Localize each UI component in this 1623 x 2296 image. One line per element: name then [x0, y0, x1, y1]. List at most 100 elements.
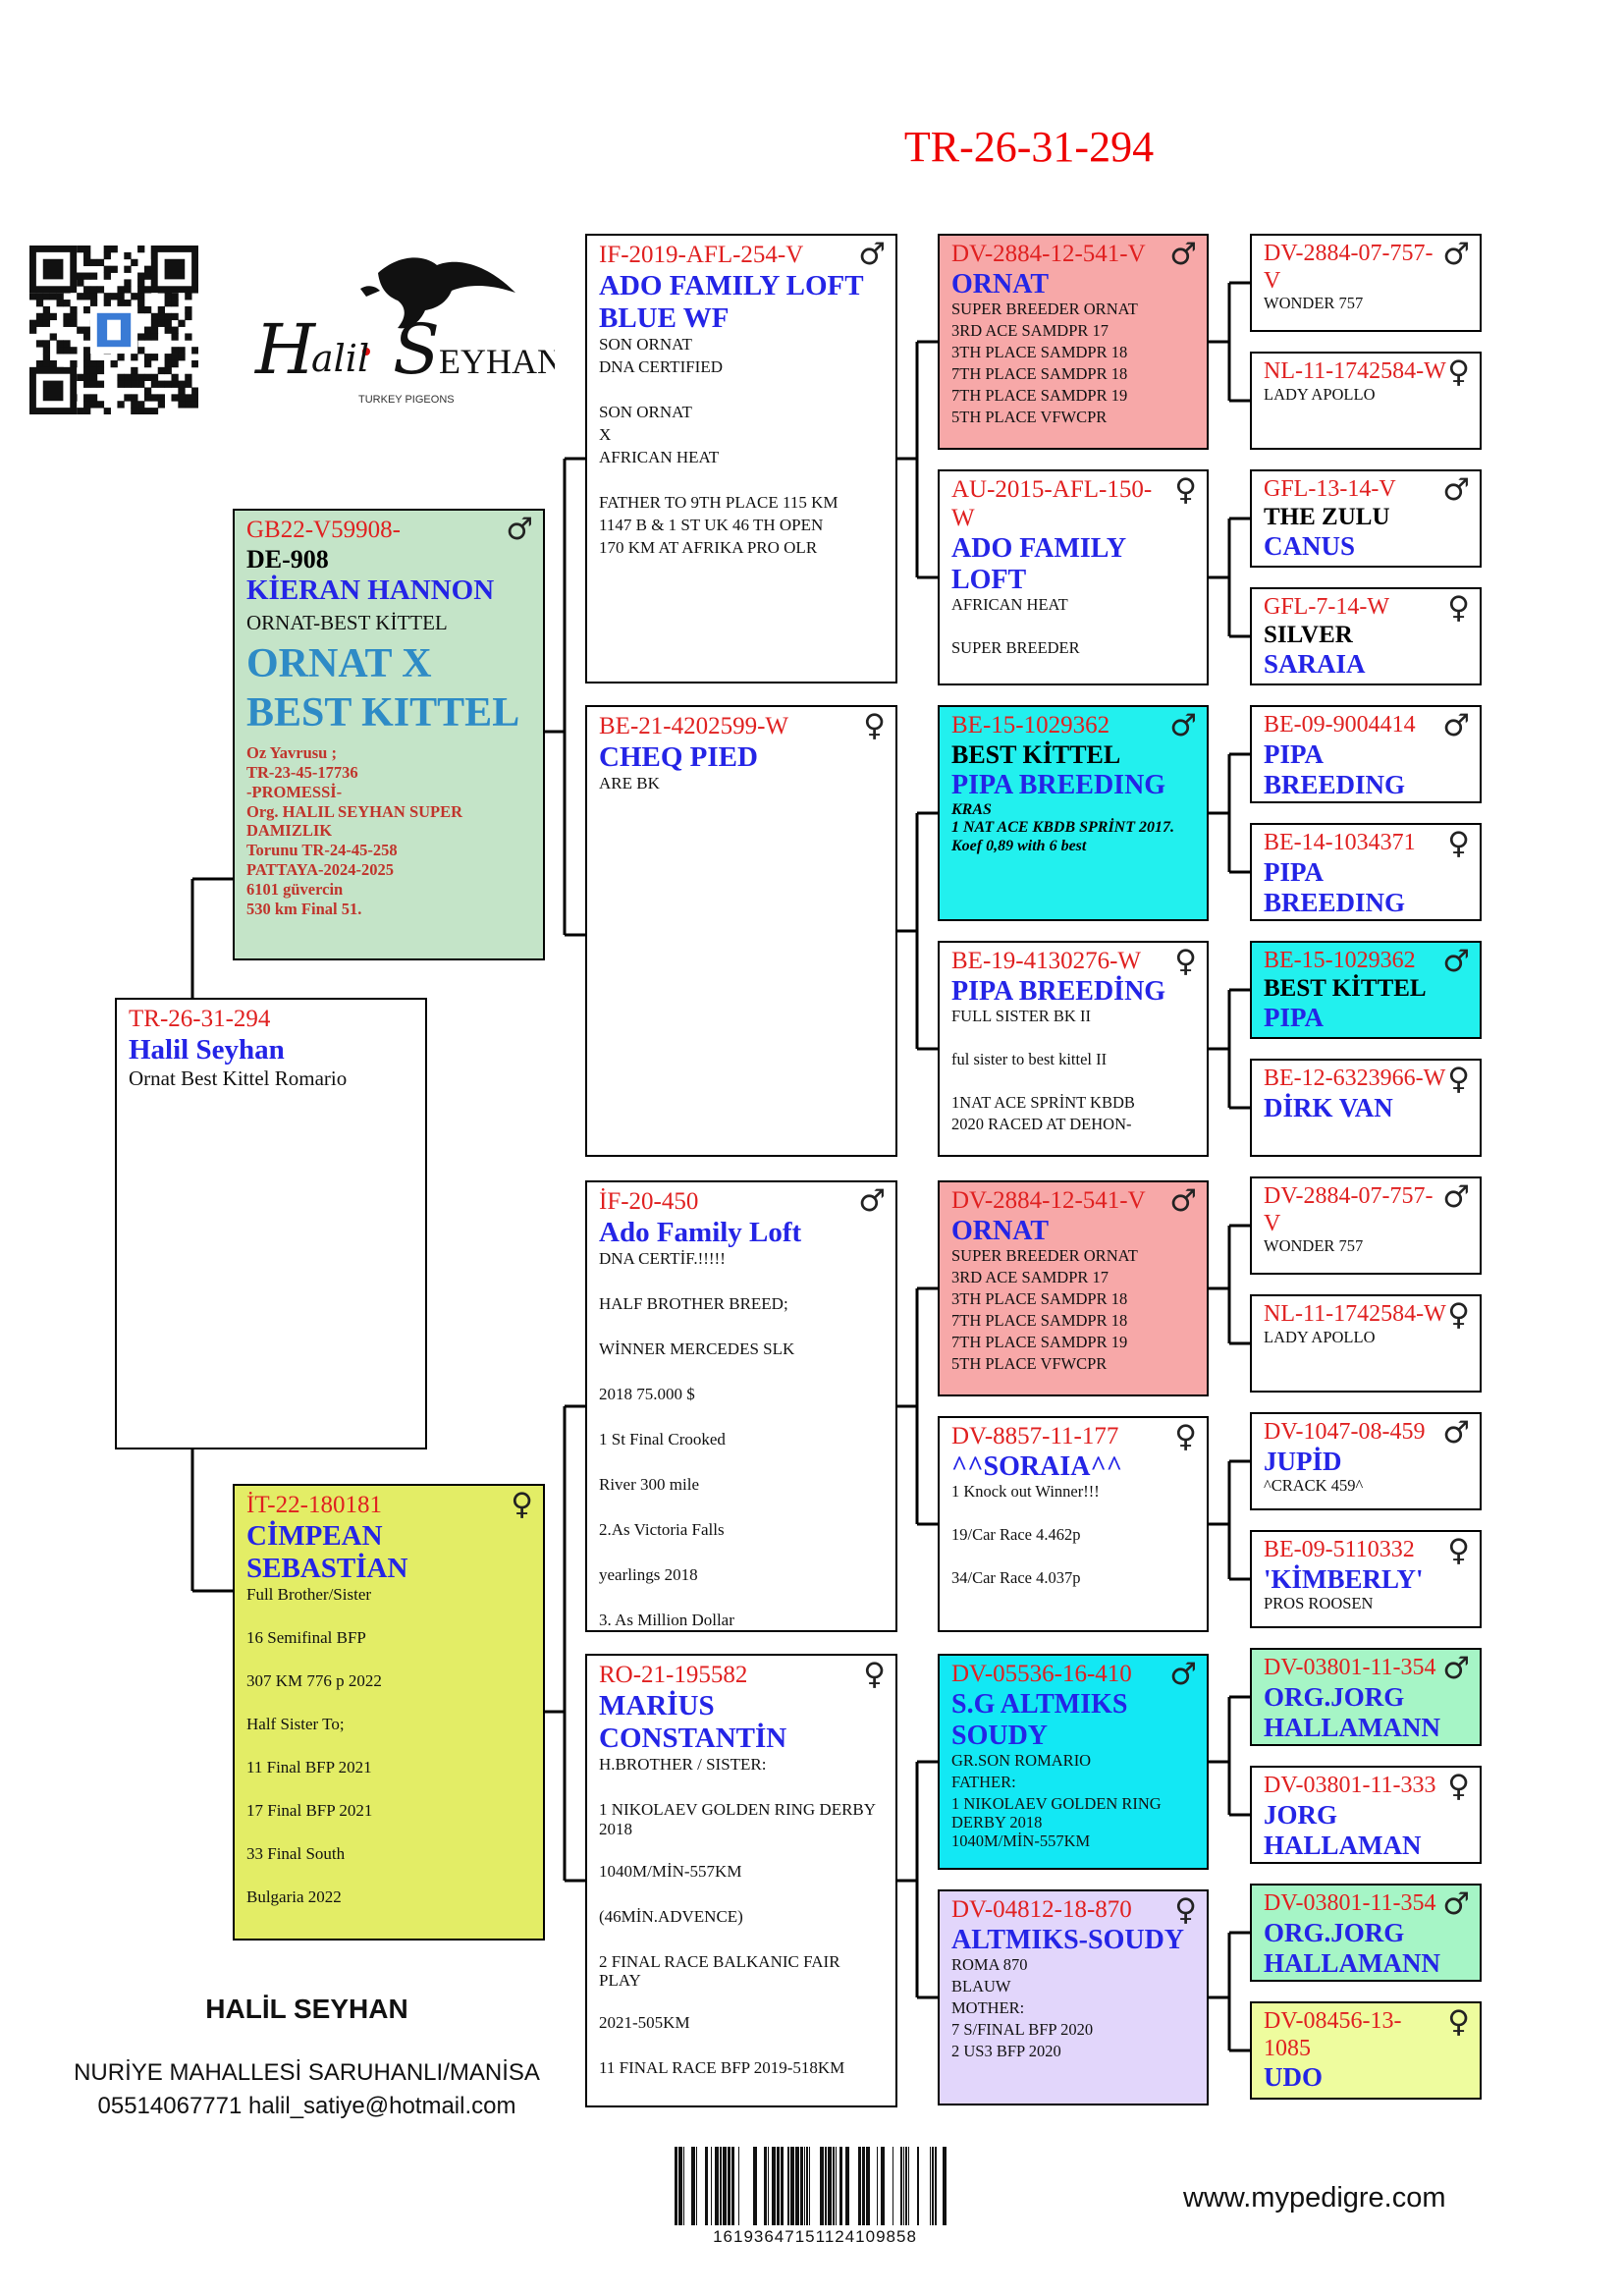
- female-sex-icon: ♀: [1174, 944, 1197, 979]
- ring-number: NL-11-1742584-W: [1264, 1301, 1446, 1327]
- note-line: 11 FINAL RACE BFP 2019-518KM: [599, 2057, 845, 2077]
- note-line: DNA CERTİF.!!!!!: [599, 1249, 726, 1269]
- ring-number: RO-21-195582: [599, 1662, 748, 1688]
- note-line: AFRICAN HEAT: [951, 594, 1068, 614]
- dam-note-line: [246, 1650, 531, 1671]
- female-sex-icon: ♀: [1174, 1419, 1197, 1454]
- male-sex-icon: ♂: [858, 237, 886, 272]
- ring-number: BE-15-1029362: [951, 712, 1110, 738]
- subject-bird-card[interactable]: TR-26-31-294 Halil Seyhan Ornat Best Kit…: [115, 998, 427, 1449]
- bird-name-line: BEST KİTTEL: [1264, 974, 1427, 1002]
- note-line: 3TH PLACE SAMDPR 18: [951, 1288, 1128, 1308]
- ancestor-card[interactable]: BE-14-1034371♀PIPA BREEDING: [1250, 823, 1482, 921]
- ancestor-card[interactable]: DV-03801-11-354♂ORG.JORG HALLAMANN: [1250, 1884, 1482, 1982]
- bird-name: PIPA BREEDING: [1264, 856, 1406, 917]
- pedigree-title: TR-26-31-294: [903, 123, 1155, 171]
- male-sex-icon: ♂: [1169, 237, 1197, 272]
- ring-number: BE-19-4130276-W: [951, 948, 1142, 974]
- breeder-address: NURİYE MAHALLESİ SARUHANLI/MANİSA: [74, 2059, 540, 2086]
- female-sex-icon: ♀: [511, 1487, 533, 1522]
- note-line: SUPER BREEDER ORNAT: [951, 1245, 1138, 1265]
- svg-text:H: H: [253, 309, 317, 390]
- ancestor-card[interactable]: BE-09-5110332♀'KİMBERLY'PROS ROOSEN: [1250, 1530, 1482, 1628]
- grandparent-card[interactable]: IF-2019-AFL-254-V♂ADO FAMILY LOFT BLUE W…: [585, 234, 897, 683]
- note-line: [599, 1543, 884, 1565]
- sire-note-line: -PROMESSİ-: [246, 782, 343, 801]
- note-line: [599, 1930, 884, 1952]
- note-line: 2018 75.000 $: [599, 1385, 695, 1404]
- dam-note-line: [246, 1693, 531, 1715]
- female-sex-icon: ♀: [1447, 1533, 1470, 1568]
- subject-note: Ornat Best Kittel Romario: [129, 1066, 348, 1091]
- note-line: FATHER TO 9TH PLACE 115 KM: [599, 493, 839, 513]
- subject-ring-number: TR-26-31-294: [129, 1006, 271, 1032]
- ancestor-card[interactable]: DV-1047-08-459♂JUPİD^CRACK 459^: [1250, 1412, 1482, 1510]
- note-line: [599, 1272, 884, 1294]
- ring-number: DV-2884-07-757-V: [1264, 1183, 1434, 1236]
- ring-number: GFL-13-14-V: [1264, 476, 1396, 502]
- ring-number: BE-15-1029362: [1264, 948, 1416, 973]
- note-line: [951, 1072, 1195, 1094]
- note-line: WONDER 757: [1264, 294, 1364, 313]
- bird-name: DİRK VAN: [1264, 1092, 1393, 1122]
- ancestor-card[interactable]: DV-2884-07-757-V♂WONDER 757: [1250, 234, 1482, 332]
- sire-note-line: 6101 güvercin: [246, 879, 344, 899]
- ancestor-card[interactable]: DV-2884-07-757-V♂WONDER 757: [1250, 1176, 1482, 1275]
- ancestor-card[interactable]: BE-12-6323966-W♀DİRK VAN: [1250, 1059, 1482, 1157]
- ancestor-card[interactable]: NL-11-1742584-W♀LADY APOLLO: [1250, 1294, 1482, 1393]
- great-grandparent-card[interactable]: DV-8857-11-177♀^^SORAIA^^1 Knock out Win…: [938, 1416, 1209, 1632]
- note-line: LADY APOLLO: [1264, 384, 1376, 404]
- note-line: X: [599, 425, 612, 445]
- female-sex-icon: ♀: [1447, 826, 1470, 861]
- bird-name: ADO FAMILY LOFT: [951, 532, 1126, 595]
- note-line: [951, 1504, 1195, 1526]
- note-line: 19/Car Race 4.462p: [951, 1524, 1081, 1544]
- ancestor-card[interactable]: NL-11-1742584-W♀LADY APOLLO: [1250, 352, 1482, 450]
- website-link[interactable]: www.mypedigre.com: [1183, 2182, 1446, 2214]
- ring-number: BE-21-4202599-W: [599, 713, 789, 739]
- note-line: SUPER BREEDER ORNAT: [951, 299, 1138, 318]
- note-line: PROS ROOSEN: [1264, 1593, 1374, 1613]
- note-line: 7TH PLACE SAMDPR 19: [951, 385, 1128, 405]
- note-line: 1 St Final Crooked: [599, 1430, 726, 1449]
- note-line: SON ORNAT: [599, 403, 692, 422]
- ring-number: DV-03801-11-333: [1264, 1773, 1436, 1798]
- bird-name: 'KİMBERLY': [1264, 1563, 1424, 1594]
- ring-number: DV-05536-16-410: [951, 1661, 1132, 1687]
- dam-note-line: 16 Semifinal BFP: [246, 1628, 366, 1648]
- note-line: 1 NIKOLAEV GOLDEN RING DERBY 2018: [951, 1794, 1162, 1832]
- ancestor-card[interactable]: DV-08456-13-1085♀UDO: [1250, 2001, 1482, 2100]
- note-line: [599, 1317, 884, 1339]
- female-sex-icon: ♀: [863, 1657, 886, 1692]
- sire-note-line: 530 km Final 51.: [246, 899, 362, 918]
- note-line: SON ORNAT: [599, 335, 692, 355]
- female-sex-icon: ♀: [1447, 1062, 1470, 1097]
- note-line: [599, 1362, 884, 1385]
- ancestor-card[interactable]: DV-03801-11-333♀JORG HALLAMAN: [1250, 1766, 1482, 1864]
- ring-number: NL-11-1742584-W: [1264, 358, 1446, 384]
- ancestor-card[interactable]: BE-09-9004414♂PIPA BREEDING: [1250, 705, 1482, 803]
- male-sex-icon: ♂: [1442, 237, 1470, 272]
- ancestor-card[interactable]: DV-03801-11-354♂ORG.JORG HALLAMANN: [1250, 1648, 1482, 1746]
- bird-name: ORNAT: [951, 268, 1050, 300]
- bird-name: ORG.JORG HALLAMANN: [1264, 1681, 1440, 1742]
- sire-card[interactable]: GB22-V59908- ♂ DE-908 KİERAN HANNON ORNA…: [233, 509, 545, 960]
- female-sex-icon: ♀: [1174, 472, 1197, 508]
- dam-card[interactable]: İT-22-180181 ♀ CİMPEAN SEBASTİAN Full Br…: [233, 1484, 545, 1941]
- ring-number: AU-2015-AFL-150-W: [951, 476, 1153, 531]
- bird-name: PIPA: [1264, 1003, 1324, 1033]
